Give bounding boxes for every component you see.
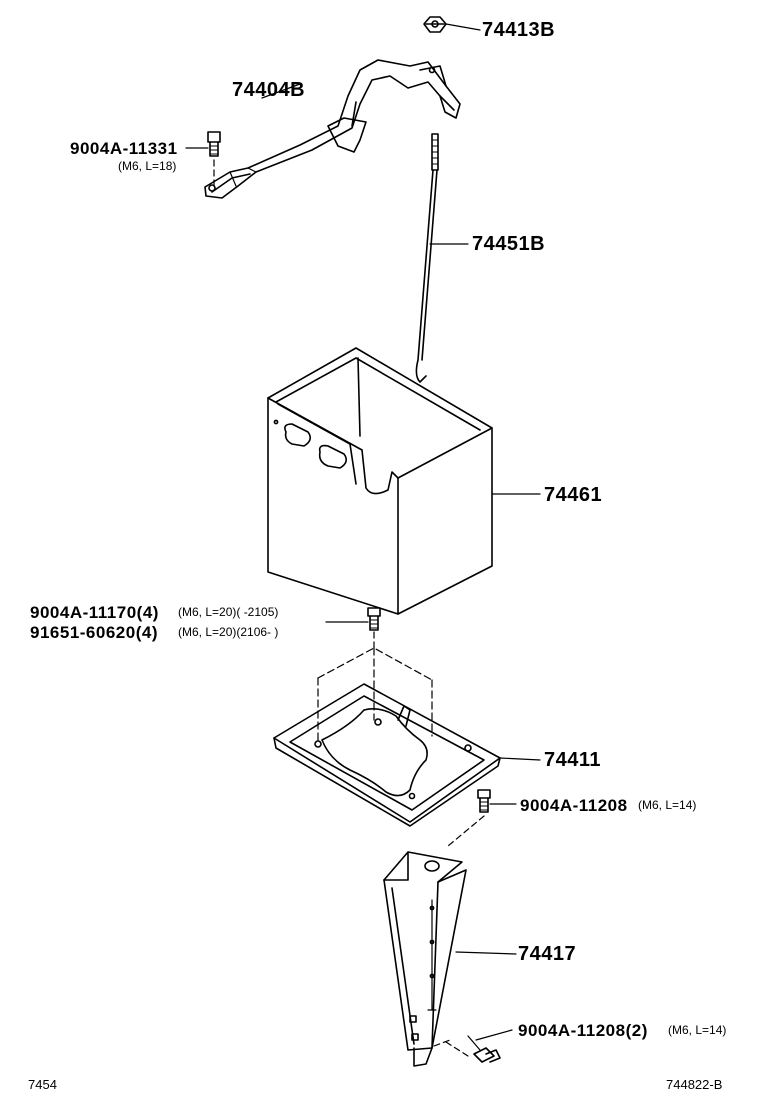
callout-9004a-11208-2-spec: (M6, L=14) [668, 1023, 727, 1037]
callout-9004a-11170: 9004A-11170(4) [30, 603, 159, 622]
battery-box-drawing [267, 347, 541, 615]
footer-right-code: 744822-B [666, 1077, 723, 1092]
callout-9004a-11331: 9004A-11331 [70, 139, 178, 158]
callout-74404b: 74404B [232, 79, 306, 101]
callout-9004a-11208-spec: (M6, L=14) [638, 798, 697, 812]
tray-74411-drawing [273, 647, 541, 827]
callout-74461: 74461 [544, 484, 603, 506]
callout-9004a-11208: 9004A-11208 [520, 796, 628, 815]
callout-74451b: 74451B [472, 233, 546, 255]
tray-bolts-drawing [325, 607, 381, 653]
rod-74451b-drawing [415, 133, 469, 383]
callout-9004a-11331-spec: (M6, L=18) [118, 159, 177, 173]
tray-side-bolt-drawing [447, 789, 517, 847]
footer-left-code: 7454 [28, 1077, 57, 1092]
callout-74411: 74411 [544, 749, 602, 771]
bracket-bolt-drawing [433, 1029, 513, 1063]
callout-9004a-11170-spec: (M6, L=20)( -2105) [178, 605, 279, 619]
nut-74413b-drawing [423, 16, 481, 33]
bracket-74417-drawing [383, 851, 517, 1067]
callout-74417: 74417 [518, 943, 577, 965]
clamp-74404b-drawing [204, 59, 461, 199]
callout-91651-60620-spec: (M6, L=20)(2106- ) [178, 625, 279, 639]
callout-74413b: 74413B [482, 19, 556, 41]
callout-9004a-11208-2: 9004A-11208(2) [518, 1021, 648, 1040]
clamp-bolt-drawing [185, 131, 221, 191]
callout-91651-60620: 91651-60620(4) [30, 623, 158, 642]
